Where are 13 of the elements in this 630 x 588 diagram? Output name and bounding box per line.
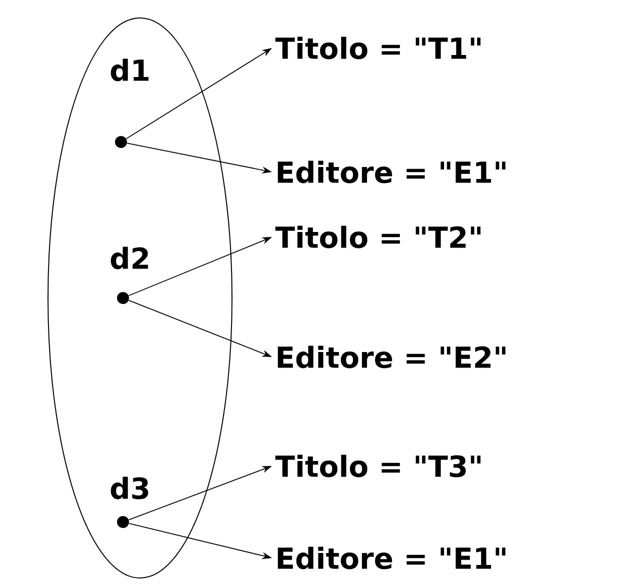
value-text: Titolo = "T2" [275,226,480,248]
point-dot [117,516,129,528]
value-text: Editore = "E1" [278,546,506,570]
value-text: Editore = "E2" [278,346,506,368]
point-label: d1 [110,58,148,82]
point-label: d3 [110,476,148,500]
value-text: Editore = "E1" [278,160,506,184]
point-dot [115,136,127,148]
set-ellipse [48,18,232,578]
value-text: Titolo = "T3" [275,454,480,478]
point-dot [117,292,129,304]
value-text: Titolo = "T1" [275,36,480,60]
point-label: d2 [110,246,148,270]
